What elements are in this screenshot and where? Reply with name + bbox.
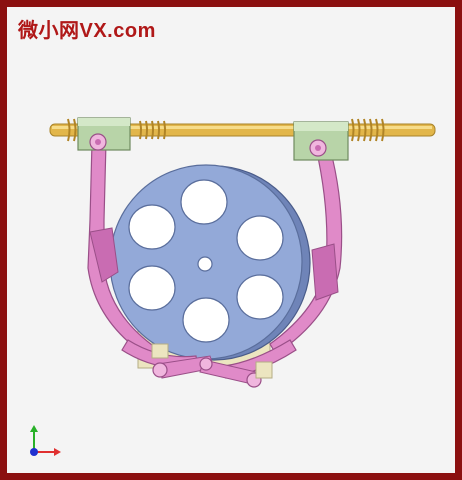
watermark-cjk: 微小网 <box>18 18 80 42</box>
brake-wheel <box>109 164 311 361</box>
slider-block-left <box>77 117 131 151</box>
watermark: 微小网VX.com <box>18 14 156 43</box>
slider-block-right <box>293 121 349 161</box>
linkage <box>151 343 273 388</box>
axis-triad-icon <box>30 425 61 456</box>
watermark-latin: VX.com <box>79 20 156 42</box>
